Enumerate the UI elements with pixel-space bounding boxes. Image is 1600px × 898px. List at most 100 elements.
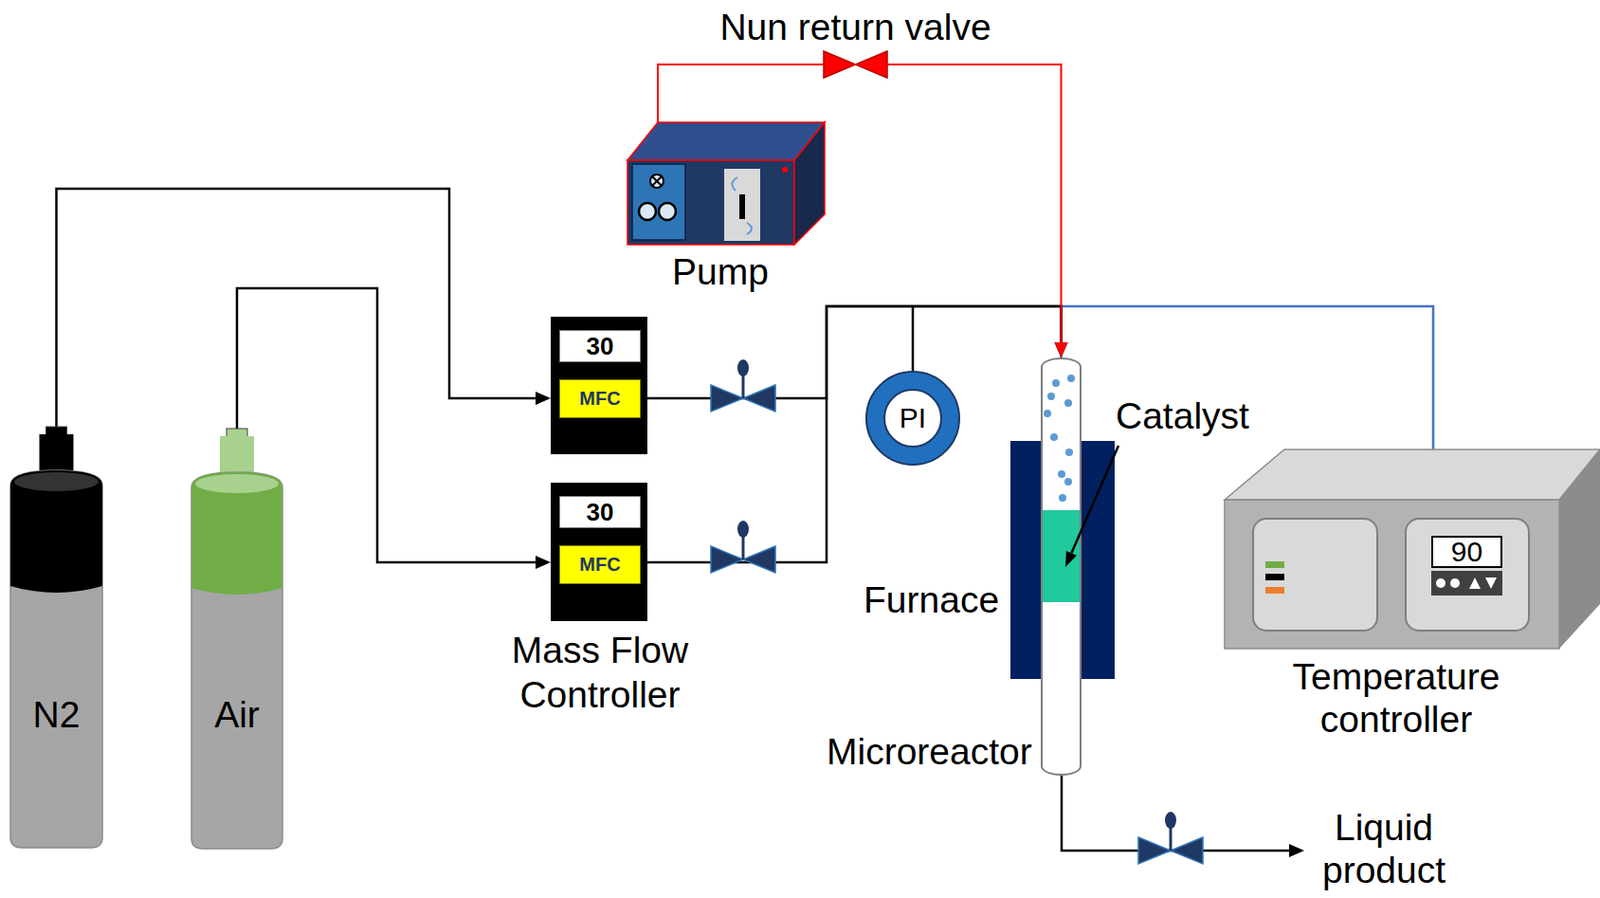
pump-shape-part xyxy=(632,163,686,240)
pipe-connector xyxy=(657,64,824,123)
cylinder-label: Air xyxy=(191,693,283,737)
temperature-controller-shape-part xyxy=(1469,577,1481,589)
arrow-head xyxy=(535,391,551,405)
catalyst-bed: Catalyst xyxy=(1042,509,1080,602)
gas-cylinder: N2 xyxy=(10,426,103,849)
pump: Pump xyxy=(627,122,825,245)
furnace-shape xyxy=(1010,440,1115,679)
needle-valve xyxy=(710,520,776,573)
furnace-shape-part xyxy=(1081,440,1115,679)
pump-shape-part xyxy=(650,174,664,188)
temperature-controller-shape-part xyxy=(1265,561,1285,568)
non-return-valve-shape-part xyxy=(823,51,856,78)
gas-cylinder-shape-part xyxy=(39,434,74,473)
furnace: Furnace xyxy=(1010,440,1115,679)
pump-shape-part xyxy=(652,176,662,186)
gas-bubbles-part xyxy=(1058,493,1067,502)
temperature-readout: 90 xyxy=(1431,535,1503,568)
pump-label: Pump xyxy=(636,251,804,294)
temperature-controller-shape-part xyxy=(1253,518,1378,631)
temperature-controller-shape-part xyxy=(1265,586,1285,594)
gas-cylinder-shape xyxy=(191,428,283,850)
pump-shape-part xyxy=(731,177,738,191)
leader-line xyxy=(1071,445,1119,553)
pipe-connector xyxy=(887,64,1069,358)
temperature-controller-shape-part xyxy=(1224,449,1600,500)
needle-valve xyxy=(1138,811,1203,864)
pump-shape xyxy=(627,122,825,245)
temperature-controller-shape-part xyxy=(1559,449,1600,649)
gas-cylinder-shape-part xyxy=(191,472,283,595)
pump-shape-part xyxy=(781,166,788,173)
gas-bubbles-part xyxy=(1050,433,1058,441)
pump-shape-part xyxy=(627,160,795,245)
gas-cylinder-shape-part xyxy=(219,436,255,474)
temperature-controller-shape xyxy=(1224,449,1600,649)
pump-shape-part xyxy=(638,202,656,220)
valve-label: Nun return valve xyxy=(719,6,991,50)
gas-cylinder-shape-part xyxy=(191,472,283,849)
pipe-line xyxy=(647,306,1062,563)
cylinder-label: N2 xyxy=(10,693,103,737)
gas-bubbles-part xyxy=(1057,470,1066,478)
device-group-label: Mass Flow Controller xyxy=(486,628,714,718)
pump-shape-part xyxy=(739,194,746,219)
instrument-tag: PI xyxy=(883,388,943,448)
outlet-line xyxy=(1061,775,1290,851)
gas-bubbles-part xyxy=(1064,399,1073,407)
temperature-controller-shape-part xyxy=(1224,499,1560,649)
needle-valve xyxy=(710,359,776,412)
reactor-label: Microreactor xyxy=(826,730,1033,774)
pump-shape-part xyxy=(658,202,676,220)
temperature-controller-shape-part xyxy=(1485,577,1497,589)
pump-shape-part xyxy=(724,168,761,241)
outlet-arrow xyxy=(1289,843,1305,857)
gas-cylinder-shape-part xyxy=(10,470,103,848)
arrow-head xyxy=(535,555,551,569)
temperature-controller: 90Temperature controller xyxy=(1224,449,1600,649)
mass-flow-controller: 30MFC xyxy=(550,482,648,621)
non-return-valve-shape xyxy=(823,51,888,78)
device-tag: MFC xyxy=(559,379,641,419)
pump-shape-part xyxy=(652,176,662,186)
pump-shape-part xyxy=(794,122,825,245)
pipe-connector xyxy=(647,306,1069,563)
pipe-line xyxy=(647,306,1062,399)
temperature-controller-shape-part xyxy=(1431,570,1503,596)
pressure-indicator: PI xyxy=(865,370,961,466)
outlet-label: Liquid product xyxy=(1312,806,1455,892)
gas-bubbles-part xyxy=(1067,374,1075,382)
pump-shape-part xyxy=(746,222,752,235)
furnace-label: Furnace xyxy=(863,579,1000,622)
gas-cylinder-shape xyxy=(10,426,103,849)
pipe-connector xyxy=(236,288,551,569)
leader-arrow xyxy=(1065,550,1077,567)
gas-cylinder-shape-part xyxy=(10,470,103,593)
gas-cylinder: Air xyxy=(191,428,283,850)
pipe-line xyxy=(657,64,824,123)
controller-label: Temperature controller xyxy=(1272,655,1520,742)
mass-flow-controller: 30MFC xyxy=(550,316,648,455)
gauge-stem xyxy=(911,306,915,371)
gas-bubbles-part xyxy=(1052,379,1060,387)
flow-setpoint: 30 xyxy=(559,495,641,528)
temperature-controller-shape-part xyxy=(1450,578,1460,588)
gas-bubbles-part xyxy=(1047,392,1055,400)
catalyst-label: Catalyst xyxy=(1115,395,1250,438)
non-return-valve-shape-part xyxy=(855,51,889,78)
gas-bubbles-part xyxy=(1043,409,1052,418)
device-tag: MFC xyxy=(559,545,641,584)
furnace-shape-part xyxy=(1010,440,1041,679)
gas-cylinder-shape-part xyxy=(14,472,99,491)
gas-bubbles-part xyxy=(1064,477,1073,486)
temperature-controller-shape-part xyxy=(1405,518,1529,631)
arrow-head xyxy=(1054,342,1069,358)
non-return-valve: Nun return valve xyxy=(823,51,888,78)
pipe-connector xyxy=(1061,306,1435,450)
pump-shape-part xyxy=(627,122,825,161)
arrow-head xyxy=(1054,342,1069,358)
arrow-head xyxy=(1054,342,1069,358)
pipe-line xyxy=(1061,306,1435,450)
